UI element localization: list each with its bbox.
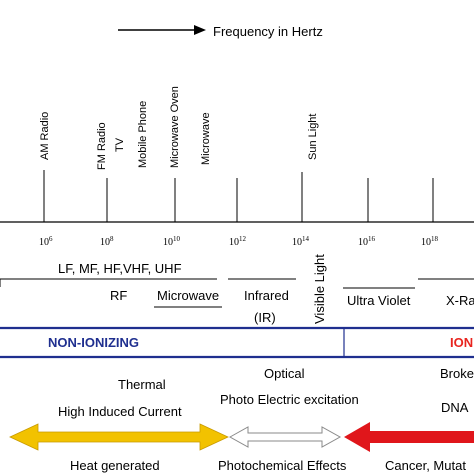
- tick-label-1e10: 1010: [163, 235, 181, 248]
- tick-label-1e18: 1018: [421, 235, 439, 248]
- effect-label-cancer: Cancer, Mutat: [385, 458, 466, 473]
- thermal-double-arrow: [9, 423, 229, 451]
- tick-label-1e6: 106: [39, 235, 53, 248]
- ionizing-arrow: [344, 422, 474, 452]
- effect-label-thermal: Thermal: [118, 377, 166, 392]
- band-label-rf-sub: LF, MF, HF,VHF, UHF: [58, 261, 182, 276]
- frequency-label: Frequency in Hertz: [213, 24, 323, 39]
- source-pointer-lines: [43, 170, 434, 222]
- band-label-ir: (IR): [254, 310, 276, 325]
- effect-label-heat: Heat generated: [70, 458, 160, 473]
- source-label-fm-radio: FM Radio: [96, 122, 108, 170]
- effect-label-photochemical: Photochemical Effects: [218, 458, 347, 473]
- source-label-microwave-oven: Microwave Oven: [169, 86, 181, 168]
- source-label-microwave: Microwave: [200, 112, 212, 165]
- category-label-non-ionizing: NON-IONIZING: [48, 335, 139, 350]
- band-label-rf: RF: [110, 288, 127, 303]
- band-label-xray: X-Ra: [446, 293, 474, 308]
- category-label-ionizing: ION: [450, 335, 473, 350]
- frequency-arrow: [118, 25, 206, 35]
- effect-label-dna: DNA: [441, 400, 469, 415]
- band-label-microwave: Microwave: [157, 288, 219, 303]
- optical-double-arrow: [228, 426, 342, 448]
- tick-label-1e8: 108: [100, 235, 114, 248]
- tick-labels: 106 108 1010 1012 1014 1016 1018: [39, 235, 439, 248]
- source-label-tv: TV: [114, 137, 126, 152]
- tick-label-1e14: 1014: [292, 235, 310, 248]
- band-label-ultraviolet: Ultra Violet: [347, 293, 411, 308]
- source-label-sun-light: Sun Light: [307, 114, 319, 160]
- source-label-mobile-phone: Mobile Phone: [137, 101, 149, 168]
- effect-label-broken: Broke: [440, 366, 474, 381]
- effect-label-optical: Optical: [264, 366, 305, 381]
- effect-label-photo-electric: Photo Electric excitation: [220, 392, 359, 407]
- tick-label-1e12: 1012: [229, 235, 247, 248]
- source-label-am-radio: AM Radio: [39, 112, 51, 160]
- tick-label-1e16: 1016: [358, 235, 376, 248]
- band-label-visible-light: Visible Light: [312, 254, 327, 324]
- band-label-infrared: Infrared: [244, 288, 289, 303]
- effect-label-high-induced: High Induced Current: [58, 404, 182, 419]
- band-range-lines: [0, 278, 474, 308]
- category-band: [0, 326, 474, 359]
